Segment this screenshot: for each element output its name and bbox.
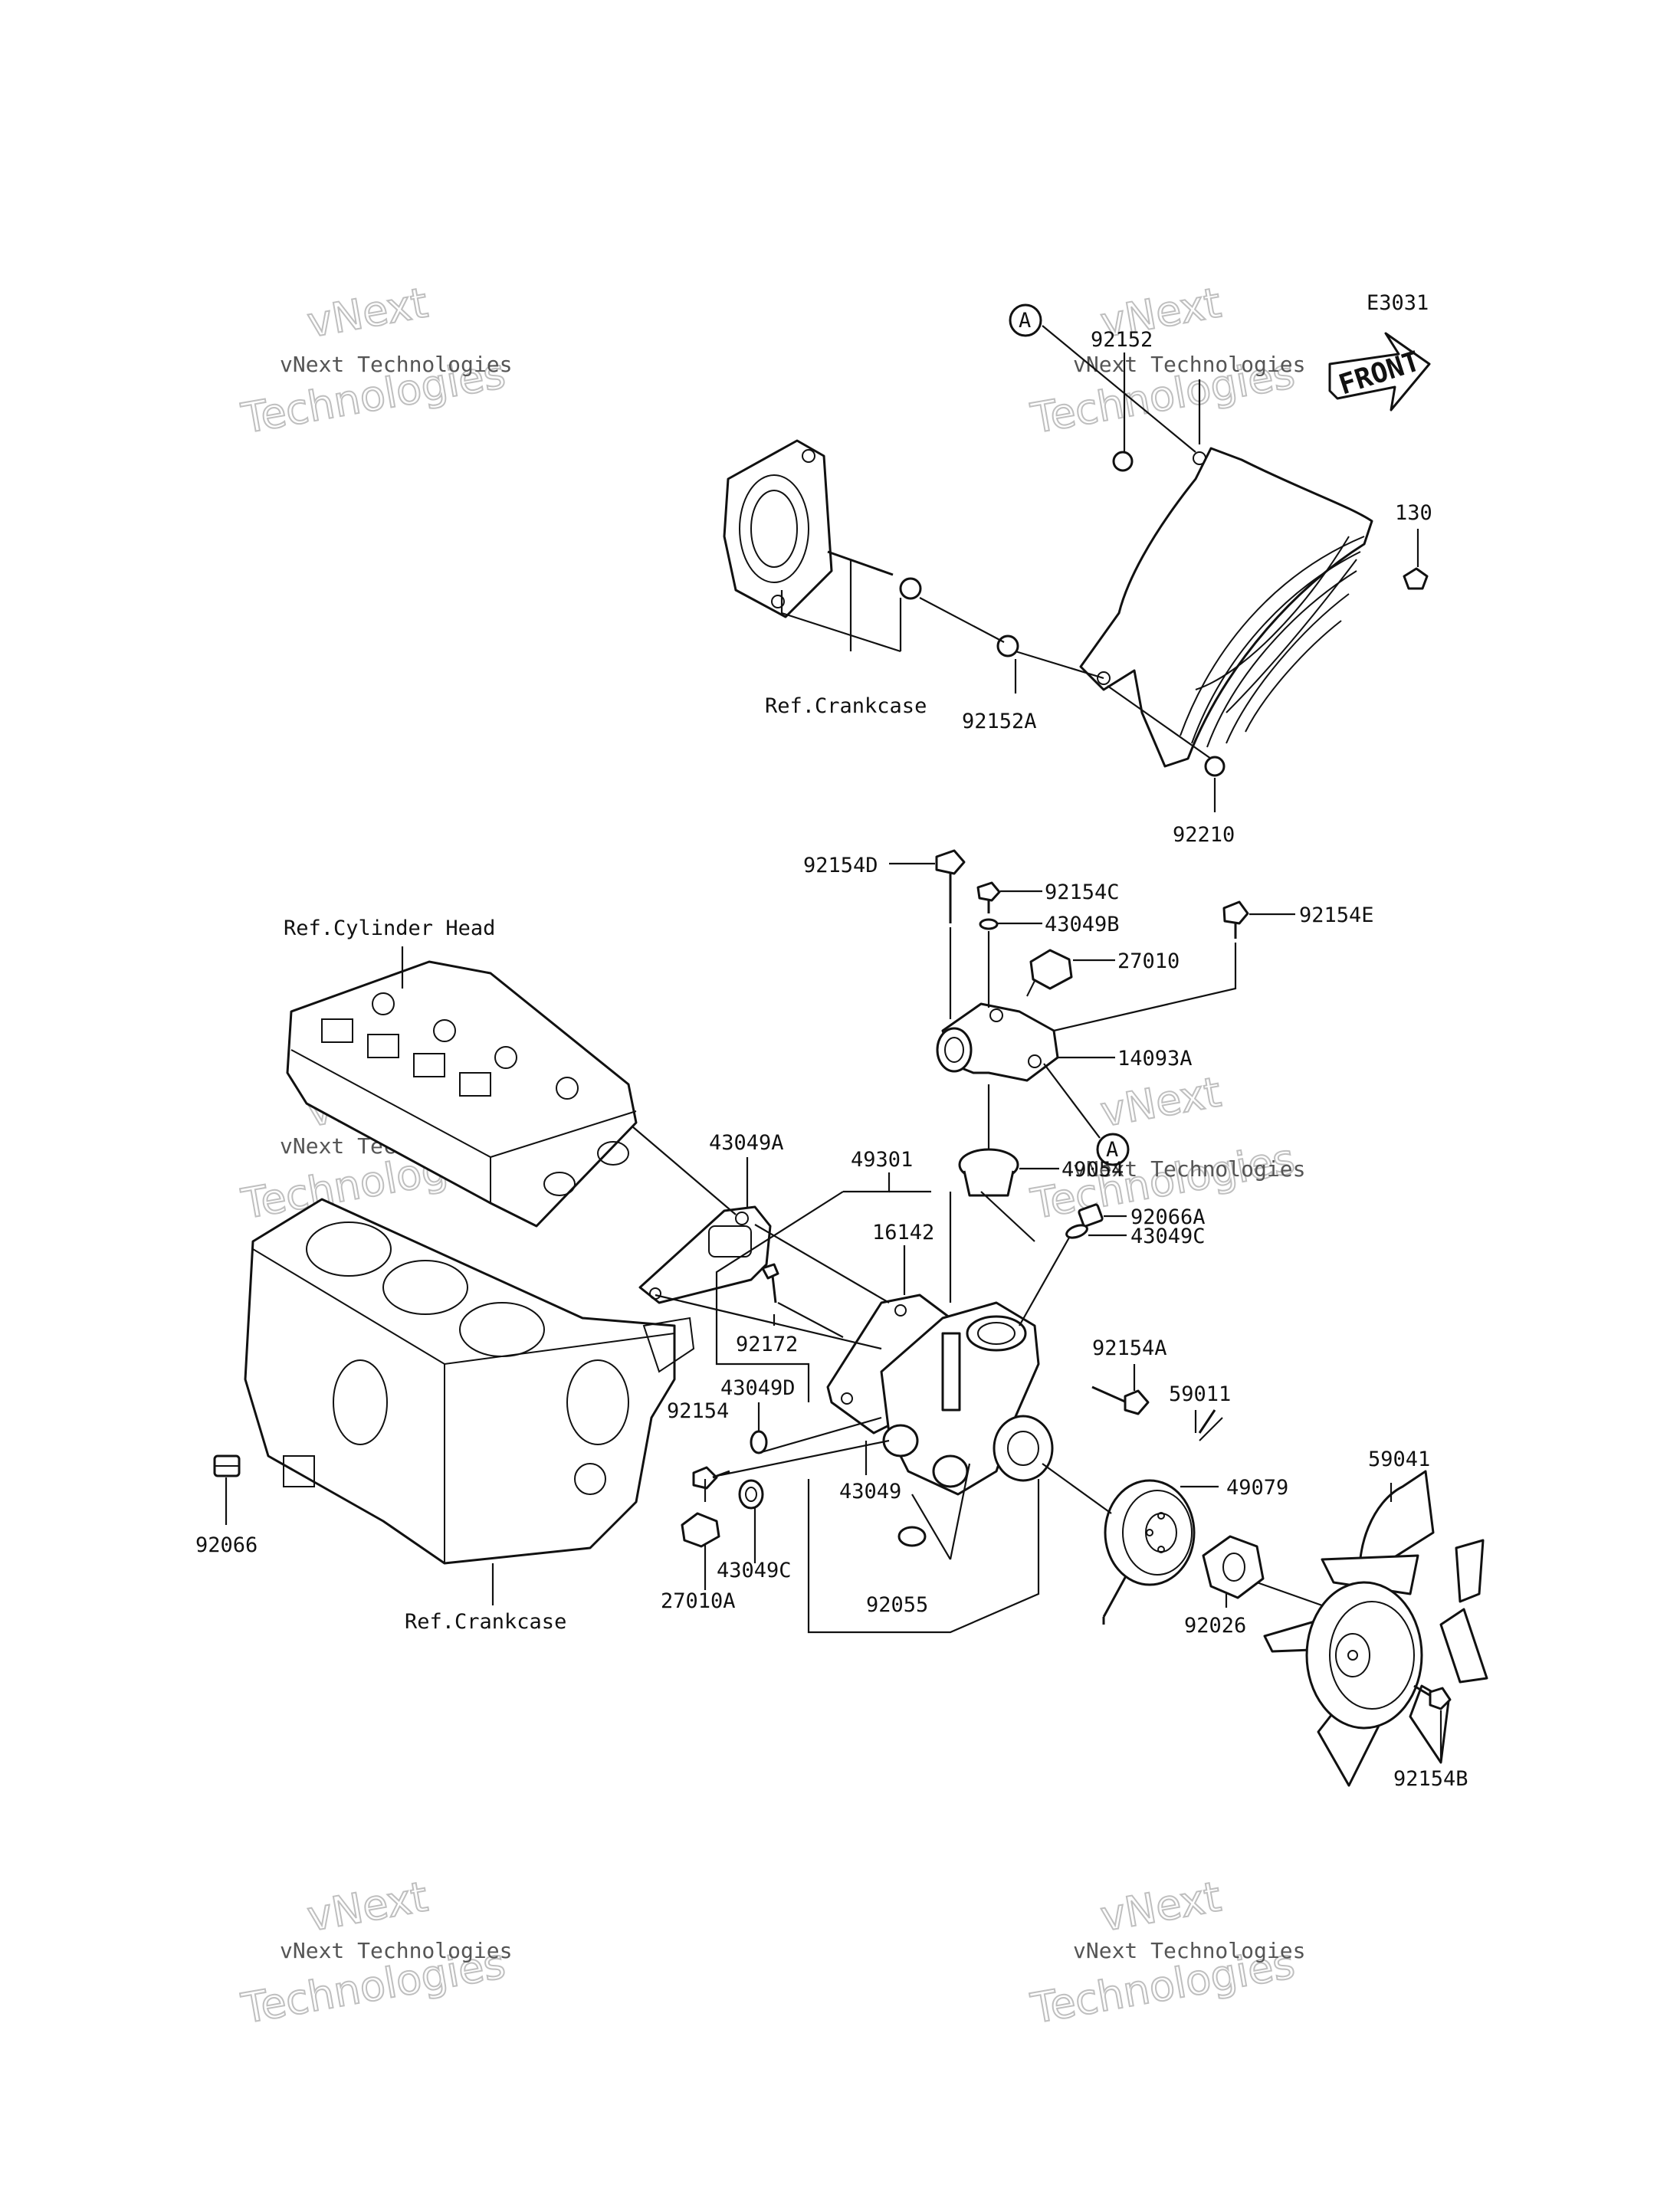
svg-text:FRONT: FRONT (1335, 346, 1424, 401)
label-92154E: 92154E (1299, 903, 1374, 927)
bolt-92154E (1222, 900, 1249, 939)
washer-43049B (979, 918, 999, 930)
label-92026: 92026 (1184, 1614, 1246, 1638)
water-pump-49301 (880, 1301, 1054, 1496)
svg-text:vNext Technologies: vNext Technologies (1073, 352, 1305, 377)
washer-43049C-top (1065, 1224, 1088, 1239)
front-arrow-icon: FRONT (1328, 332, 1431, 412)
label-16142: 16142 (872, 1221, 934, 1244)
label-14093A: 14093A (1117, 1047, 1193, 1071)
label-49054: 49054 (1061, 1158, 1124, 1182)
svg-text:vNext Technologies: vNext Technologies (280, 352, 512, 377)
bolt-92154A (1091, 1385, 1150, 1415)
thermostat-49054 (958, 1148, 1019, 1197)
plug-92066 (213, 1454, 241, 1477)
watermark-bottom-right: vNext Technologies vNext Technologies (1026, 1871, 1305, 2034)
watermark-bottom-left: vNext Technologies vNext Technologies (237, 1871, 512, 2034)
label-92152A: 92152A (962, 710, 1037, 733)
label-92154C: 92154C (1045, 880, 1120, 904)
spacer-92026 (1202, 1535, 1265, 1599)
fan-shroud (1079, 447, 1373, 768)
label-49079: 49079 (1226, 1476, 1288, 1500)
label-92154: 92154 (667, 1399, 729, 1423)
part-labels: 92152 130 Ref.Crankcase 92152A 92210 921… (195, 328, 1468, 1791)
bolt-92154B (1413, 1684, 1452, 1710)
leader-lines (225, 325, 1442, 1759)
nut-92210 (1204, 756, 1226, 777)
bolt-92154D (935, 849, 966, 923)
pulley-49079 (1104, 1479, 1196, 1586)
svg-text:vNext Technologies: vNext Technologies (1073, 1938, 1305, 1963)
label-ref-crankcase-bottom: Ref.Crankcase (405, 1610, 566, 1634)
label-92172: 92172 (736, 1333, 798, 1356)
label-43049C-top: 43049C (1130, 1225, 1206, 1248)
plug-92066A (1078, 1203, 1104, 1228)
label-92066A: 92066A (1130, 1205, 1206, 1229)
svg-text:vNext: vNext (1097, 1067, 1224, 1136)
sensor-27010A (681, 1512, 720, 1548)
watermark-mid-right: vNext Technologies vNext Technologies (1026, 1067, 1305, 1229)
label-92066: 92066 (195, 1533, 258, 1557)
bolt-92154C (976, 881, 1001, 913)
label-27010A: 27010A (661, 1589, 736, 1613)
nut-92152A-pair (899, 577, 1019, 657)
label-92154B: 92154B (1393, 1767, 1468, 1791)
washer-43049C-bottom (738, 1479, 764, 1510)
bolt-92154 (692, 1466, 730, 1490)
label-43049B: 43049B (1045, 913, 1120, 936)
svg-text:A: A (1019, 309, 1031, 333)
svg-text:vNext: vNext (1097, 1872, 1224, 1940)
fan-59041 (1263, 1470, 1488, 1787)
label-92055: 92055 (866, 1593, 928, 1617)
label-43049C-bottom: 43049C (717, 1559, 792, 1582)
label-43049A: 43049A (709, 1131, 784, 1155)
label-ref-cylinder-head: Ref.Cylinder Head (284, 917, 495, 940)
thermostat-housing-14093A (936, 1002, 1059, 1082)
label-92152: 92152 (1091, 328, 1153, 352)
label-43049D: 43049D (720, 1376, 796, 1400)
label-27010: 27010 (1117, 949, 1180, 973)
label-130: 130 (1395, 501, 1432, 525)
svg-text:vNext: vNext (304, 278, 431, 346)
callout-a-top: A (1009, 303, 1042, 337)
label-92154A: 92154A (1092, 1336, 1167, 1360)
watermark-top-right: vNext Technologies vNext Technologies (1026, 277, 1305, 444)
callout-a-mid: A (1096, 1133, 1130, 1166)
label-59011: 59011 (1169, 1382, 1231, 1406)
engine-block (244, 1198, 695, 1565)
gasket-43049A (638, 1205, 772, 1304)
label-92210: 92210 (1173, 823, 1235, 847)
washer-43049D (750, 1430, 768, 1454)
gasket-92055 (897, 1526, 927, 1547)
svg-text:A: A (1106, 1138, 1118, 1162)
label-43049: 43049 (839, 1480, 901, 1503)
label-59041: 59041 (1368, 1448, 1430, 1471)
label-ref-crankcase-top: Ref.Crankcase (765, 694, 927, 718)
diagram-code: E3031 (1367, 291, 1429, 315)
label-92154D: 92154D (803, 854, 878, 877)
stud-bolt (827, 550, 894, 576)
nut-92152 (1112, 451, 1134, 472)
label-49301: 49301 (851, 1148, 913, 1172)
svg-text:vNext Technologies: vNext Technologies (280, 1938, 512, 1963)
screw-92172 (761, 1263, 779, 1303)
mounting-plate (723, 439, 833, 618)
sensor-27010 (1026, 949, 1073, 997)
svg-text:vNext: vNext (304, 1872, 431, 1940)
watermark-top-left: vNext Technologies vNext Technologies (237, 277, 512, 444)
bolt-130 (1403, 567, 1429, 590)
cylinder-head (286, 960, 638, 1228)
